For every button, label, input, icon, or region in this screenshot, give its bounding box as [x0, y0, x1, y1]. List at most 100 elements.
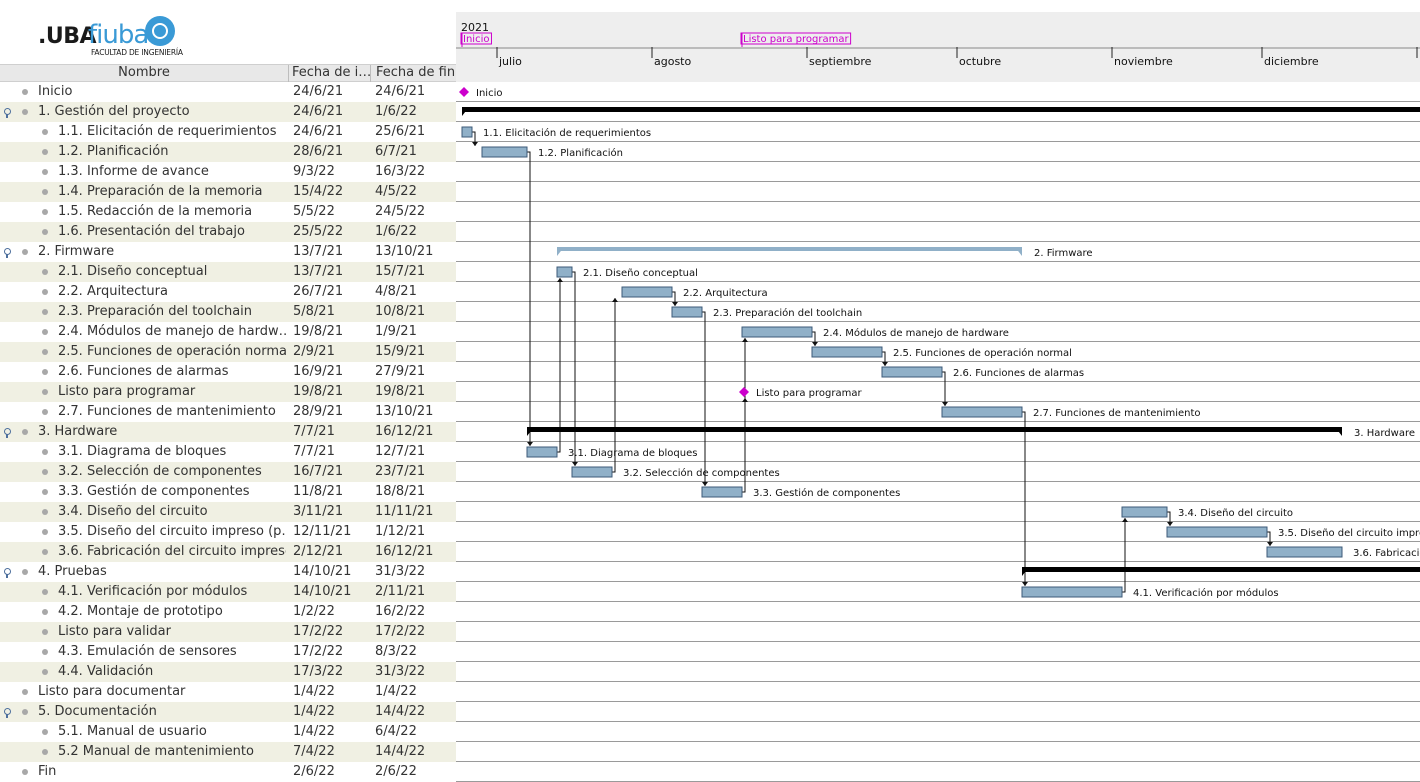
month-label: julio [498, 55, 522, 68]
dependency-arrowhead [742, 398, 748, 402]
column-header-start-date[interactable]: Fecha de i… [288, 65, 370, 82]
task-bullet-icon [22, 89, 28, 95]
task-bullet-icon [42, 189, 48, 195]
dependency-line [942, 371, 946, 406]
dependency-arrowhead [812, 342, 818, 346]
task-bullet-icon [42, 349, 48, 355]
task-start-date: 1/4/22 [293, 704, 335, 719]
bar-label: 3.5. Diseño del circuito impreso (protot… [1278, 528, 1420, 539]
expander-icon[interactable] [2, 248, 11, 258]
bar-label: Listo para programar [756, 388, 862, 399]
task-bullet-icon [42, 169, 48, 175]
task-bullet-icon [22, 429, 28, 435]
task-name: Listo para programar [58, 384, 196, 399]
dependency-line [812, 331, 816, 346]
task-row[interactable]: 3.5. Diseño del circuito impreso (p…12/1… [0, 522, 456, 542]
task-end-date: 4/5/22 [375, 184, 417, 199]
task-bullet-icon [42, 409, 48, 415]
task-name: 3.3. Gestión de componentes [58, 484, 250, 499]
task-name: 4.3. Emulación de sensores [58, 644, 237, 659]
expander-icon[interactable] [2, 568, 11, 578]
task-name: 5.1. Manual de usuario [58, 724, 207, 739]
bar-label: 2.6. Funciones de alarmas [953, 368, 1084, 379]
task-name: 4.2. Montaje de prototipo [58, 604, 223, 619]
milestone-diamond [739, 387, 749, 397]
task-bar [1021, 586, 1123, 598]
bar-label: 2.2. Arquitectura [683, 288, 768, 299]
expander-icon[interactable] [2, 708, 11, 718]
task-bullet-icon [42, 329, 48, 335]
summary-bar [1022, 567, 1420, 572]
expander-icon[interactable] [2, 108, 11, 118]
dependency-arrowhead [572, 462, 578, 466]
task-end-date: 16/12/21 [375, 424, 434, 439]
column-header-end-date[interactable]: Fecha de fin [370, 65, 456, 82]
dependency-line [1267, 531, 1271, 546]
task-end-date: 31/3/22 [375, 664, 426, 679]
dependency-arrowhead [527, 442, 533, 446]
task-start-date: 7/7/21 [293, 444, 335, 459]
task-bullet-icon [42, 129, 48, 135]
task-bar [526, 446, 558, 458]
dependency-arrowhead [557, 278, 563, 282]
task-name: 2.6. Funciones de alarmas [58, 364, 229, 379]
task-end-date: 4/8/21 [375, 284, 417, 299]
task-name: 2.4. Módulos de manejo de hardw… [58, 324, 286, 339]
task-end-date: 1/6/22 [375, 224, 417, 239]
task-bullet-icon [22, 249, 28, 255]
task-bullet-icon [22, 709, 28, 715]
task-bullet-icon [42, 449, 48, 455]
dependency-arrowhead [742, 338, 748, 342]
task-start-date: 7/4/22 [293, 744, 335, 759]
dependency-arrowhead [1022, 582, 1028, 586]
task-bullet-icon [42, 289, 48, 295]
task-bullet-icon [42, 389, 48, 395]
task-end-date: 15/9/21 [375, 344, 426, 359]
logo-area: .UBA fiuba FACULTAD DE INGENIERÍA [0, 0, 456, 64]
task-start-date: 11/8/21 [293, 484, 344, 499]
expander-icon[interactable] [2, 428, 11, 438]
task-bullet-icon [42, 309, 48, 315]
task-bar [741, 326, 813, 338]
task-bullet-icon [42, 149, 48, 155]
task-start-date: 17/2/22 [293, 644, 344, 659]
dependency-line [572, 271, 576, 466]
column-header-name[interactable]: Nombre [118, 65, 170, 80]
task-start-date: 1/4/22 [293, 724, 335, 739]
